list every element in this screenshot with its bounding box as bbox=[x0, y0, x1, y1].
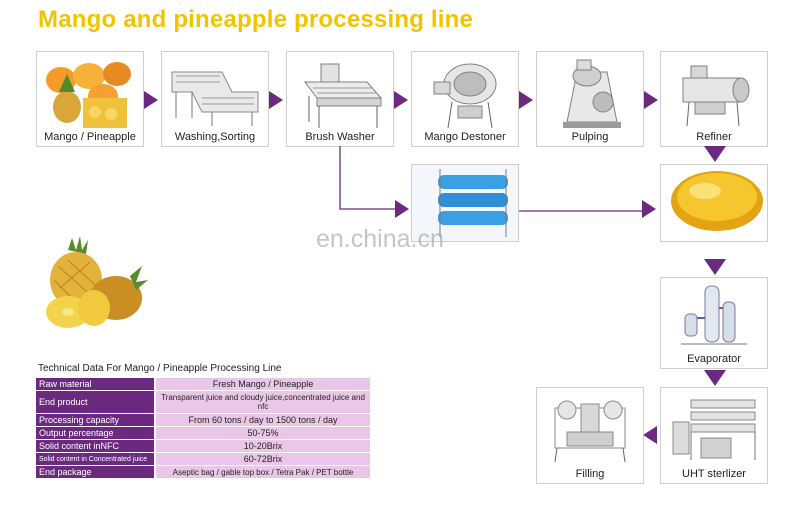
arrow-right-icon bbox=[394, 91, 408, 109]
step-mango-destoner: Mango Destoner bbox=[411, 51, 519, 147]
tech-table-title: Technical Data For Mango / Pineapple Pro… bbox=[38, 363, 282, 374]
step-label: UHT sterlizer bbox=[682, 468, 746, 480]
arrow-right-icon bbox=[395, 200, 409, 218]
step-pulping: Pulping bbox=[536, 51, 644, 147]
washer-machine-icon bbox=[171, 71, 259, 126]
pulper-machine-icon bbox=[563, 59, 621, 128]
row-key: Raw material bbox=[36, 378, 154, 390]
fruit-photo-icon bbox=[37, 52, 143, 132]
row-value: Aseptic bag / gable top box / Tetra Pak … bbox=[156, 466, 370, 478]
table-row: End product Transparent juice and cloudy… bbox=[36, 391, 370, 413]
table-row: End package Aseptic bag / gable top box … bbox=[36, 466, 370, 478]
arrow-down-icon bbox=[704, 259, 726, 275]
evaporator-machine-icon bbox=[681, 285, 747, 345]
table-row: Output percentage 50-75% bbox=[36, 427, 370, 439]
step-brush-washer: Brush Washer bbox=[286, 51, 394, 147]
row-value: 60-72Brix bbox=[156, 453, 370, 465]
step-label: Refiner bbox=[696, 131, 732, 143]
arrow-down-icon bbox=[704, 370, 726, 386]
row-key: End product bbox=[36, 391, 154, 413]
arrow-right-icon bbox=[269, 91, 283, 109]
page-title: Mango and pineapple processing line bbox=[38, 6, 474, 33]
table-row: Solid content inNFC 10-20Brix bbox=[36, 440, 370, 452]
connector-line bbox=[519, 210, 643, 212]
row-value: Transparent juice and cloudy juice,conce… bbox=[156, 391, 370, 413]
uht-sterilizer-machine-icon bbox=[672, 399, 756, 460]
watermark: en.china.cn bbox=[316, 225, 444, 253]
table-row: Solid content in Concentrated juice 60-7… bbox=[36, 453, 370, 465]
step-label: Brush Washer bbox=[305, 131, 375, 143]
step-raw-fruit: Mango / Pineapple bbox=[36, 51, 144, 147]
tech-data-table: Raw material Fresh Mango / Pineapple End… bbox=[34, 377, 372, 479]
step-label: Washing,Sorting bbox=[174, 131, 256, 143]
brush-washer-machine-icon bbox=[304, 63, 383, 128]
arrow-down-icon bbox=[704, 146, 726, 162]
row-value: 50-75% bbox=[156, 427, 370, 439]
arrow-right-icon bbox=[144, 91, 158, 109]
table-row: Processing capacity From 60 tons / day t… bbox=[36, 414, 370, 426]
step-refiner: Refiner bbox=[660, 51, 768, 147]
row-key: Solid content in Concentrated juice bbox=[36, 453, 154, 465]
filling-machine-icon bbox=[554, 400, 626, 463]
arrow-right-icon bbox=[644, 91, 658, 109]
table-row: Raw material Fresh Mango / Pineapple bbox=[36, 378, 370, 390]
step-label: Mango Destoner bbox=[424, 131, 506, 143]
row-key: Output percentage bbox=[36, 427, 154, 439]
step-washing-sorting: Washing,Sorting bbox=[161, 51, 269, 147]
step-juice bbox=[660, 164, 768, 242]
refiner-machine-icon bbox=[682, 65, 750, 127]
row-key: Solid content inNFC bbox=[36, 440, 154, 452]
arrow-left-icon bbox=[643, 426, 657, 444]
row-value: Fresh Mango / Pineapple bbox=[156, 378, 370, 390]
step-label: Mango / Pineapple bbox=[44, 131, 136, 143]
row-key: Processing capacity bbox=[36, 414, 154, 426]
juice-bowl-icon bbox=[661, 165, 767, 241]
pineapple-photo bbox=[46, 236, 148, 328]
step-evaporator: Evaporator bbox=[660, 277, 768, 369]
step-label: Pulping bbox=[571, 131, 609, 143]
step-filling: Filling bbox=[536, 387, 644, 484]
blue-tanks-icon bbox=[412, 165, 518, 241]
arrow-right-icon bbox=[519, 91, 533, 109]
step-blue-tanks bbox=[411, 164, 519, 242]
step-label: Evaporator bbox=[687, 353, 741, 365]
row-key: End package bbox=[36, 466, 154, 478]
step-label: Filling bbox=[575, 468, 605, 480]
row-value: 10-20Brix bbox=[156, 440, 370, 452]
step-uht-sterilizer: UHT sterlizer bbox=[660, 387, 768, 484]
branch-connector-line bbox=[339, 146, 400, 210]
row-value: From 60 tons / day to 1500 tons / day bbox=[156, 414, 370, 426]
destoner-machine-icon bbox=[433, 63, 497, 129]
arrow-right-icon bbox=[642, 200, 656, 218]
